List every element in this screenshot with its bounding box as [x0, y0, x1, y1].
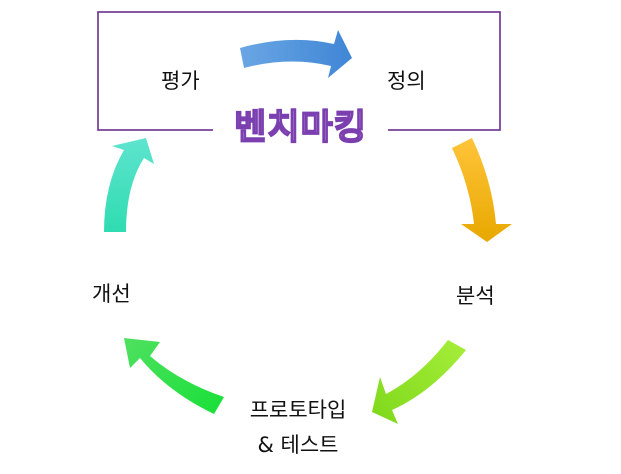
- step-label-improve: 개선: [92, 282, 131, 306]
- arrow-evaluate-to-define: [240, 30, 352, 78]
- step-label-analyze: 분석: [456, 284, 495, 308]
- step-label-evaluate: 평가: [161, 69, 200, 93]
- arrow-prototype-to-improve: [124, 338, 224, 414]
- step-label-prototype-line1: 프로토타입: [249, 398, 347, 422]
- step-label-prototype-line2: & 테스트: [257, 433, 339, 458]
- step-label-define: 정의: [387, 69, 426, 93]
- arrow-analyze-to-prototype: [372, 340, 466, 424]
- arrow-define-to-analyze: [452, 138, 512, 242]
- step-label-prototype: 프로토타입 & 테스트: [228, 398, 368, 458]
- diagram-title: 벤치마킹: [213, 100, 388, 148]
- arrow-improve-to-evaluate: [104, 138, 154, 232]
